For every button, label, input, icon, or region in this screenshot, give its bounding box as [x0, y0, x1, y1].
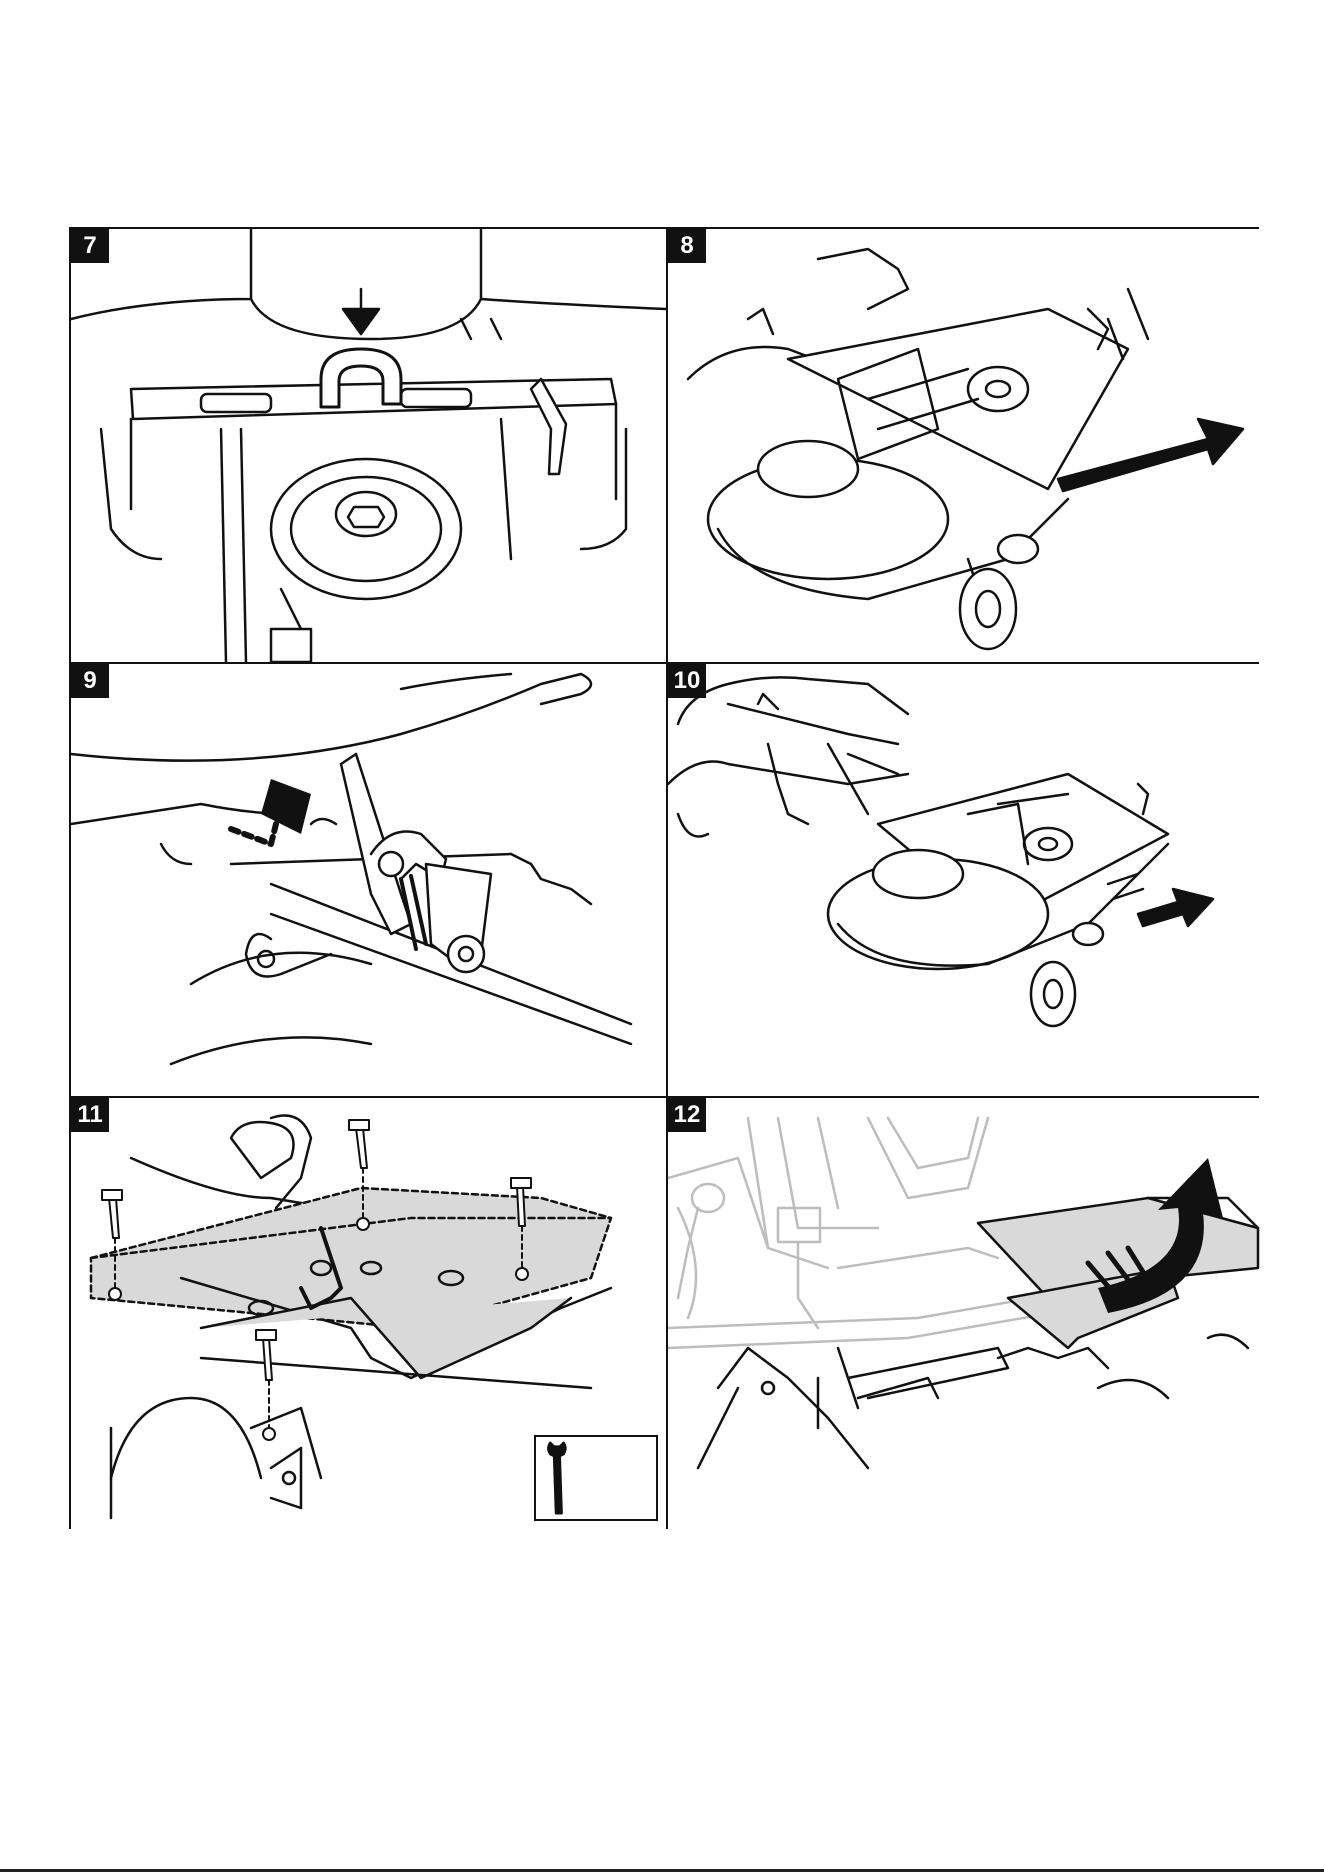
figure-7: 7	[71, 229, 666, 662]
tool-box	[534, 1435, 658, 1521]
figure-7-illustration	[71, 229, 666, 662]
figure-number-8: 8	[668, 229, 706, 263]
figure-12-illustration	[668, 1098, 1261, 1529]
figure-9-illustration	[71, 664, 666, 1096]
wrench-icon	[536, 1437, 656, 1519]
figure-number-9: 9	[71, 664, 109, 698]
figure-8-illustration	[668, 229, 1261, 662]
figure-11: 11	[71, 1098, 666, 1529]
figure-number-10: 10	[668, 664, 706, 698]
figure-grid: 7 8	[69, 227, 1259, 1529]
figure-number-12: 12	[668, 1098, 706, 1132]
figure-10: 10	[668, 664, 1261, 1096]
figure-number-7: 7	[71, 229, 109, 263]
figure-12: 12	[668, 1098, 1261, 1529]
figure-9: 9	[71, 664, 666, 1096]
figure-number-11: 11	[71, 1098, 109, 1132]
figure-10-illustration	[668, 664, 1261, 1096]
figure-8: 8	[668, 229, 1261, 662]
